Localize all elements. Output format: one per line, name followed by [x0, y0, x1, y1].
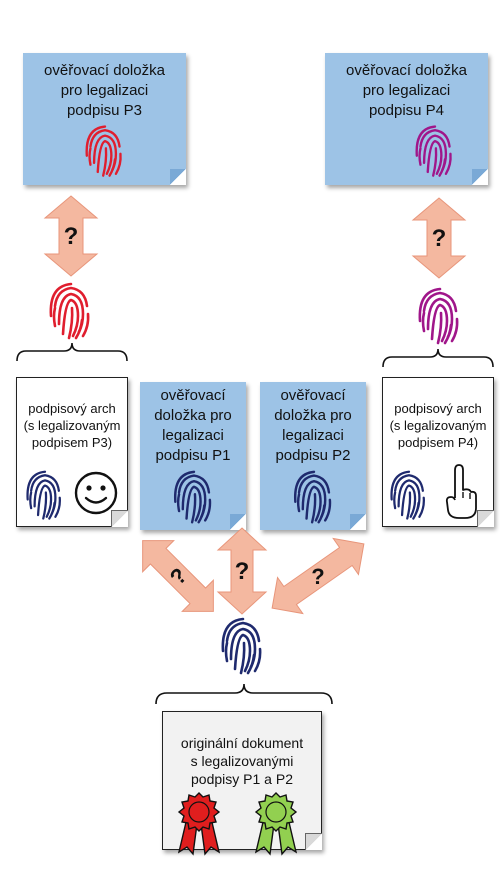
brace [382, 348, 494, 368]
fingerprint-icon [85, 123, 125, 181]
fingerprint-icon [415, 123, 455, 181]
double-arrow-icon: ? [45, 196, 97, 276]
question-mark: ? [235, 558, 250, 585]
verification-note-p4: ověřovací doložka pro legalizaci podpisu… [325, 53, 488, 185]
fingerprint-icon [173, 470, 215, 526]
verification-note-p4-text: ověřovací doložka pro legalizaci podpisu… [325, 61, 488, 121]
green-seal-icon [250, 790, 302, 856]
verification-note-p1-text: ověřovací doložka pro legalizaci podpisu… [140, 386, 246, 466]
question-mark: ? [64, 223, 79, 250]
original-document-text: originální dokument s legalizovanými pod… [163, 734, 321, 788]
verification-note-p1: ověřovací doložka pro legalizaci podpisu… [140, 382, 246, 530]
double-arrow-icon: ? [413, 198, 465, 278]
fingerprint-icon [293, 470, 335, 526]
question-mark: ? [432, 225, 447, 252]
signature-sheet-p3: podpisový arch (s legalizovaným podpisem… [16, 377, 128, 527]
question-mark: ? [311, 564, 324, 589]
verification-note-p2-text: ověřovací doložka pro legalizaci podpisu… [260, 386, 366, 466]
fingerprint-icon [417, 286, 463, 348]
raised-finger-icon [443, 464, 479, 520]
verification-note-p3: ověřovací doložka pro legalizaci podpisu… [23, 53, 186, 185]
double-arrow-icon: ? [136, 534, 220, 618]
red-seal-icon [173, 790, 225, 856]
signature-sheet-p3-text: podpisový arch (s legalizovaným podpisem… [17, 400, 127, 451]
brace [16, 342, 128, 362]
double-arrow-icon: ? [268, 534, 368, 618]
signature-sheet-p4-text: podpisový arch (s legalizovaným podpisem… [383, 400, 493, 451]
double-arrow-icon: ? [218, 528, 266, 614]
fingerprint-icon [48, 281, 94, 343]
smiley-face-icon [73, 470, 119, 516]
verification-note-p3-text: ověřovací doložka pro legalizaci podpisu… [23, 61, 186, 121]
fingerprint-icon [219, 616, 267, 678]
verification-note-p2: ověřovací doložka pro legalizaci podpisu… [260, 382, 366, 530]
fingerprint-icon [25, 470, 65, 522]
signature-sheet-p4: podpisový arch (s legalizovaným podpisem… [382, 377, 494, 527]
fingerprint-icon [389, 470, 429, 522]
brace [155, 683, 333, 705]
